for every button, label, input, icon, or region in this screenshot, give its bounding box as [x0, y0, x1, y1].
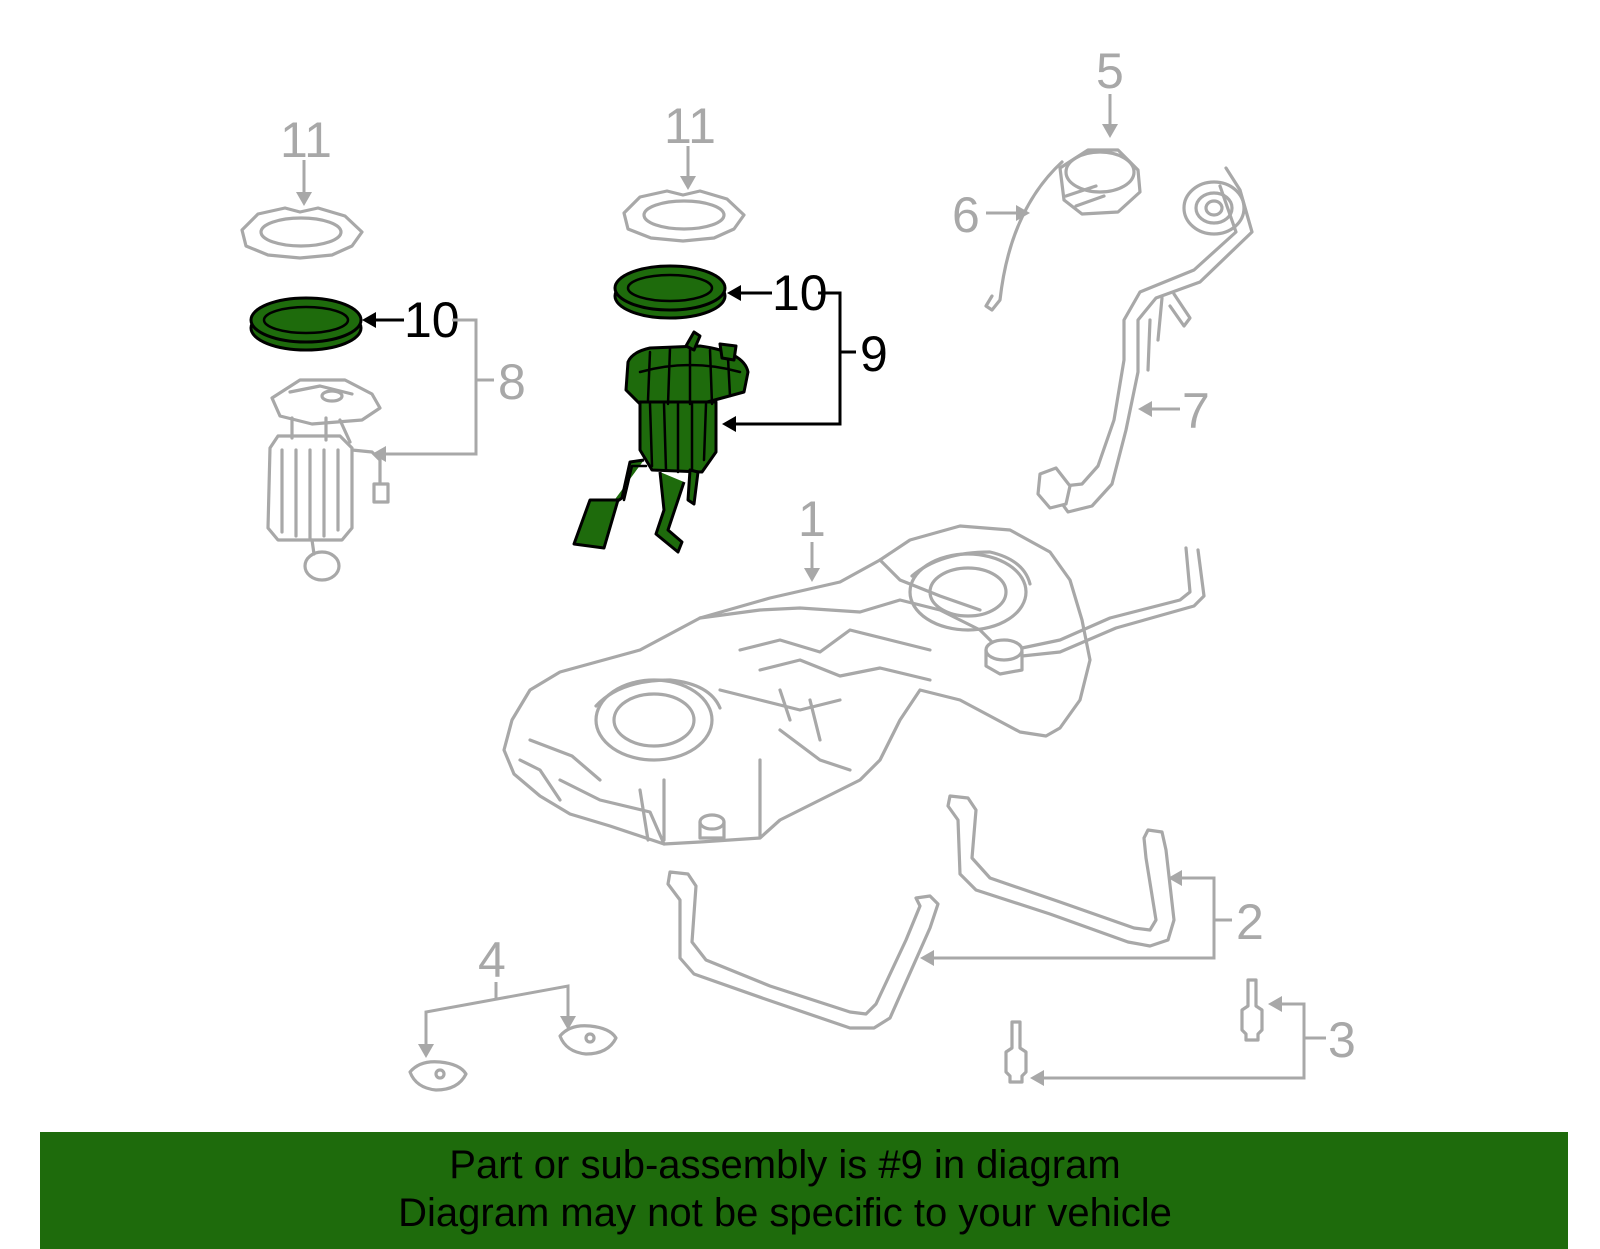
callout-7: 7 [1182, 383, 1210, 439]
callout-10-left: 10 [404, 292, 460, 348]
lock-ring-right [622, 189, 746, 243]
callout-3: 3 [1328, 1012, 1356, 1068]
fuel-tank-1 [502, 524, 1206, 846]
callout-9: 9 [860, 326, 888, 382]
lock-ring-left [240, 206, 364, 260]
cap-tether-6 [984, 160, 1064, 312]
clip-4a [408, 1060, 468, 1092]
fuel-pump-module-9 [572, 330, 750, 554]
seal-left [249, 296, 363, 352]
fuel-pump-module-8 [266, 378, 390, 582]
callout-11-left: 11 [280, 112, 332, 168]
seal-right [613, 264, 727, 320]
callout-5: 5 [1096, 43, 1124, 99]
strap-bolt-3a [1240, 978, 1264, 1042]
info-banner: Part or sub-assembly is #9 in diagram Di… [40, 1132, 1568, 1249]
callout-8: 8 [498, 354, 526, 410]
filler-pipe-7 [1036, 166, 1254, 514]
callout-6: 6 [952, 187, 980, 243]
banner-line-1: Part or sub-assembly is #9 in diagram [449, 1143, 1121, 1187]
banner-line-2: Diagram may not be specific to your vehi… [398, 1191, 1172, 1235]
tank-strap-2a [946, 794, 1176, 948]
callout-2: 2 [1236, 894, 1264, 950]
strap-bolt-3b [1004, 1020, 1028, 1084]
callout-4: 4 [478, 932, 506, 988]
callout-1: 1 [798, 491, 826, 547]
clip-4b [558, 1024, 618, 1056]
callout-11-right: 11 [664, 98, 716, 154]
tank-strap-2b [666, 870, 940, 1030]
fuel-cap-5 [1058, 148, 1142, 216]
